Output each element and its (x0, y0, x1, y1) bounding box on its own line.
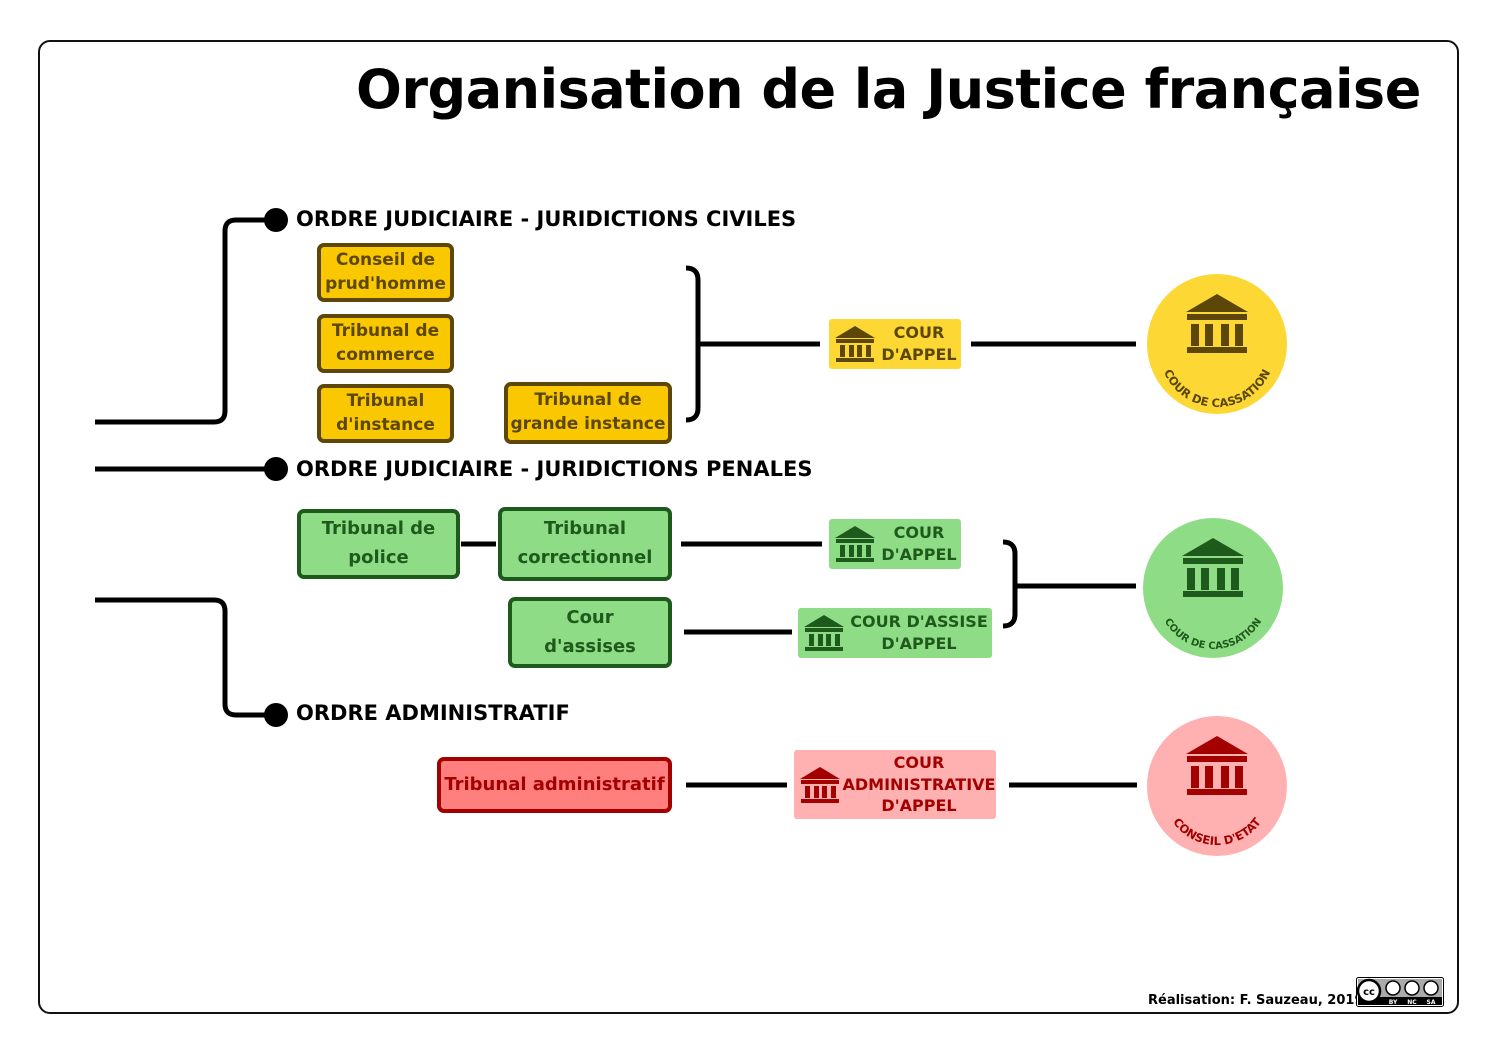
page-title: Organisation de la Justice française (356, 58, 1421, 121)
court-tribunal-police: Tribunal de police (297, 509, 460, 579)
credit-text: Réalisation: F. Sauzeau, 2019 (1148, 993, 1364, 1008)
court-label: d'instance (336, 414, 435, 435)
court-tribunal-instance: Tribunal d'instance (317, 384, 454, 443)
courthouse-icon (800, 766, 840, 803)
diagram-frame (38, 40, 1459, 1014)
svg-text:COUR DE CASSATION: COUR DE CASSATION (1161, 367, 1273, 410)
appel-label: D'APPEL (881, 345, 957, 364)
cour-cassation-civil: COUR DE CASSATION (1147, 274, 1287, 414)
court-label: grande instance (510, 414, 666, 434)
svg-text:cc: cc (1363, 987, 1375, 998)
branch-civil-line (95, 217, 270, 425)
courthouse-icon (804, 615, 844, 651)
courthouse-icon (835, 326, 875, 362)
appel-label: ADMINISTRATIVE (842, 774, 996, 794)
civil-node (264, 208, 288, 232)
courthouse-icon: COUR DE CASSATION (1162, 538, 1264, 653)
court-tribunal-grande-instance: Tribunal de grande instance (504, 382, 672, 444)
court-conseil-prudhomme: Conseil de prud'homme (317, 243, 454, 302)
civil-bracket (685, 265, 701, 423)
appel-label: COUR (893, 753, 945, 773)
court-label: correctionnel (517, 547, 653, 568)
conseil-etat: CONSEIL D'ETAT (1147, 716, 1287, 856)
cassation-label: COUR DE CASSATION (1162, 617, 1264, 653)
appel-label: COUR D'ASSISE (850, 612, 988, 632)
branch-admin-line (95, 597, 270, 718)
courthouse-icon (835, 526, 875, 562)
court-tribunal-commerce: Tribunal de commerce (317, 314, 454, 373)
section-heading-admin: ORDRE ADMINISTRATIF (296, 701, 570, 725)
court-label: Cour (566, 606, 614, 628)
appel-label: D'APPEL (881, 545, 957, 564)
court-label: prud'homme (325, 273, 446, 294)
admin-node (264, 703, 288, 727)
cour-appel-penal: COUR D'APPEL (829, 519, 961, 569)
court-cour-assises: Cour d'assises (508, 597, 672, 668)
appel-label: COUR (893, 323, 945, 343)
license-nc: NC (1407, 999, 1417, 1006)
courthouse-icon: CONSEIL D'ETAT (1170, 736, 1264, 848)
cour-assise-appel: COUR D'ASSISE D'APPEL (798, 608, 992, 658)
court-label: Tribunal (543, 518, 627, 540)
court-label: Tribunal administratif (444, 774, 665, 796)
license-sa: SA (1427, 999, 1436, 1006)
courthouse-icon: COUR DE CASSATION (1161, 294, 1273, 410)
appel-label: COUR (893, 523, 945, 543)
appel-label: D'APPEL (881, 796, 957, 816)
license-by: BY (1389, 999, 1398, 1006)
svg-text:COUR DE CASSATION: COUR DE CASSATION (1162, 617, 1264, 653)
penal-bracket (1002, 539, 1018, 629)
cassation-label: COUR DE CASSATION (1161, 367, 1273, 410)
court-label: commerce (336, 344, 435, 365)
court-label: d'assises (544, 635, 636, 657)
svg-text:CONSEIL D'ETAT: CONSEIL D'ETAT (1170, 815, 1263, 848)
appel-label: D'APPEL (881, 634, 957, 653)
court-label: Tribunal de (534, 390, 642, 411)
penal-node (264, 457, 288, 481)
court-label: Tribunal (346, 390, 425, 411)
cc-license-icon: cc BY NC SA (1356, 977, 1444, 1007)
cour-appel-civil: COUR D'APPEL (829, 319, 961, 369)
court-label: Tribunal de (321, 518, 436, 540)
court-tribunal-correctionnel: Tribunal correctionnel (498, 507, 672, 581)
court-label: police (348, 547, 409, 568)
court-label: Conseil de (335, 249, 436, 270)
cour-cassation-penal: COUR DE CASSATION (1143, 518, 1283, 658)
court-tribunal-administratif: Tribunal administratif (437, 757, 672, 813)
section-heading-civil: ORDRE JUDICIAIRE - JURIDICTIONS CIVILES (296, 207, 797, 231)
court-label: Tribunal de (331, 320, 440, 341)
section-heading-penal: ORDRE JUDICIAIRE - JURIDICTIONS PENALES (296, 457, 813, 481)
conseil-label: CONSEIL D'ETAT (1170, 815, 1263, 848)
